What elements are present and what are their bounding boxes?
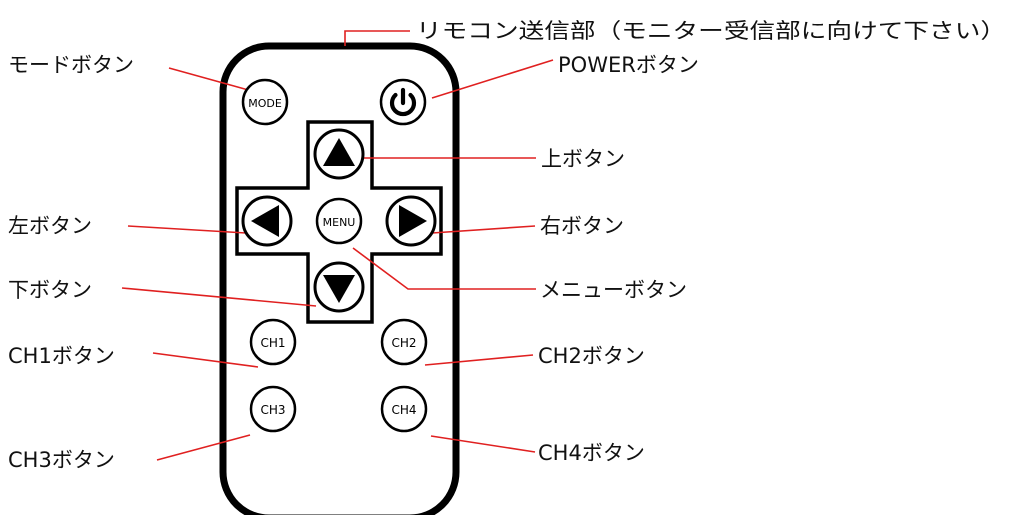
leader-line-power xyxy=(431,59,554,99)
leader-line-left xyxy=(127,225,247,234)
left-button[interactable] xyxy=(241,195,293,247)
leader-line-ch4 xyxy=(430,435,536,453)
ch3-button-label: CH3 xyxy=(260,403,285,417)
label-ch1: CH1ボタン xyxy=(8,344,115,368)
label-ch4: CH4ボタン xyxy=(538,441,645,465)
label-ir-emitter: リモコン送信部（モニター受信部に向けて下さい） xyxy=(416,19,1006,43)
power-icon xyxy=(389,87,417,117)
ch4-button-label: CH4 xyxy=(391,403,416,417)
leader-line-ch2 xyxy=(424,354,534,366)
ch4-button[interactable]: CH4 xyxy=(380,385,428,433)
triangle-left-icon xyxy=(251,205,279,237)
label-mode: モードボタン xyxy=(8,53,134,77)
power-button[interactable] xyxy=(379,78,427,126)
ch2-button-label: CH2 xyxy=(391,336,416,350)
menu-button[interactable]: MENU xyxy=(315,197,363,245)
label-down: 下ボタン xyxy=(8,278,92,302)
down-button[interactable] xyxy=(313,261,365,313)
right-button[interactable] xyxy=(385,195,437,247)
leader-line-right xyxy=(431,225,536,234)
label-left: 左ボタン xyxy=(8,214,92,238)
leader-line-menu xyxy=(352,247,536,290)
triangle-up-icon xyxy=(323,138,355,166)
leader-line-ch3 xyxy=(156,434,251,461)
leader-line-ch1 xyxy=(152,352,259,368)
up-button[interactable] xyxy=(313,128,365,180)
menu-button-label: MENU xyxy=(323,216,356,229)
leader-lines xyxy=(121,30,554,461)
ch3-button[interactable]: CH3 xyxy=(249,385,297,433)
mode-button[interactable]: MODE xyxy=(241,78,289,126)
label-power: POWERボタン xyxy=(558,53,699,77)
leader-line-ir xyxy=(344,30,410,46)
label-ch3: CH3ボタン xyxy=(8,448,115,472)
label-right: 右ボタン xyxy=(540,214,624,238)
label-menu: メニューボタン xyxy=(540,278,687,302)
ch2-button[interactable]: CH2 xyxy=(380,318,428,366)
label-ch2: CH2ボタン xyxy=(538,344,645,368)
ch1-button[interactable]: CH1 xyxy=(249,318,297,366)
triangle-right-icon xyxy=(399,205,427,237)
mode-button-label: MODE xyxy=(248,97,282,110)
leader-line-mode xyxy=(168,67,253,92)
ch1-button-label: CH1 xyxy=(260,336,285,350)
label-up: 上ボタン xyxy=(541,147,625,171)
triangle-down-icon xyxy=(323,275,355,303)
leader-line-down xyxy=(121,287,317,307)
